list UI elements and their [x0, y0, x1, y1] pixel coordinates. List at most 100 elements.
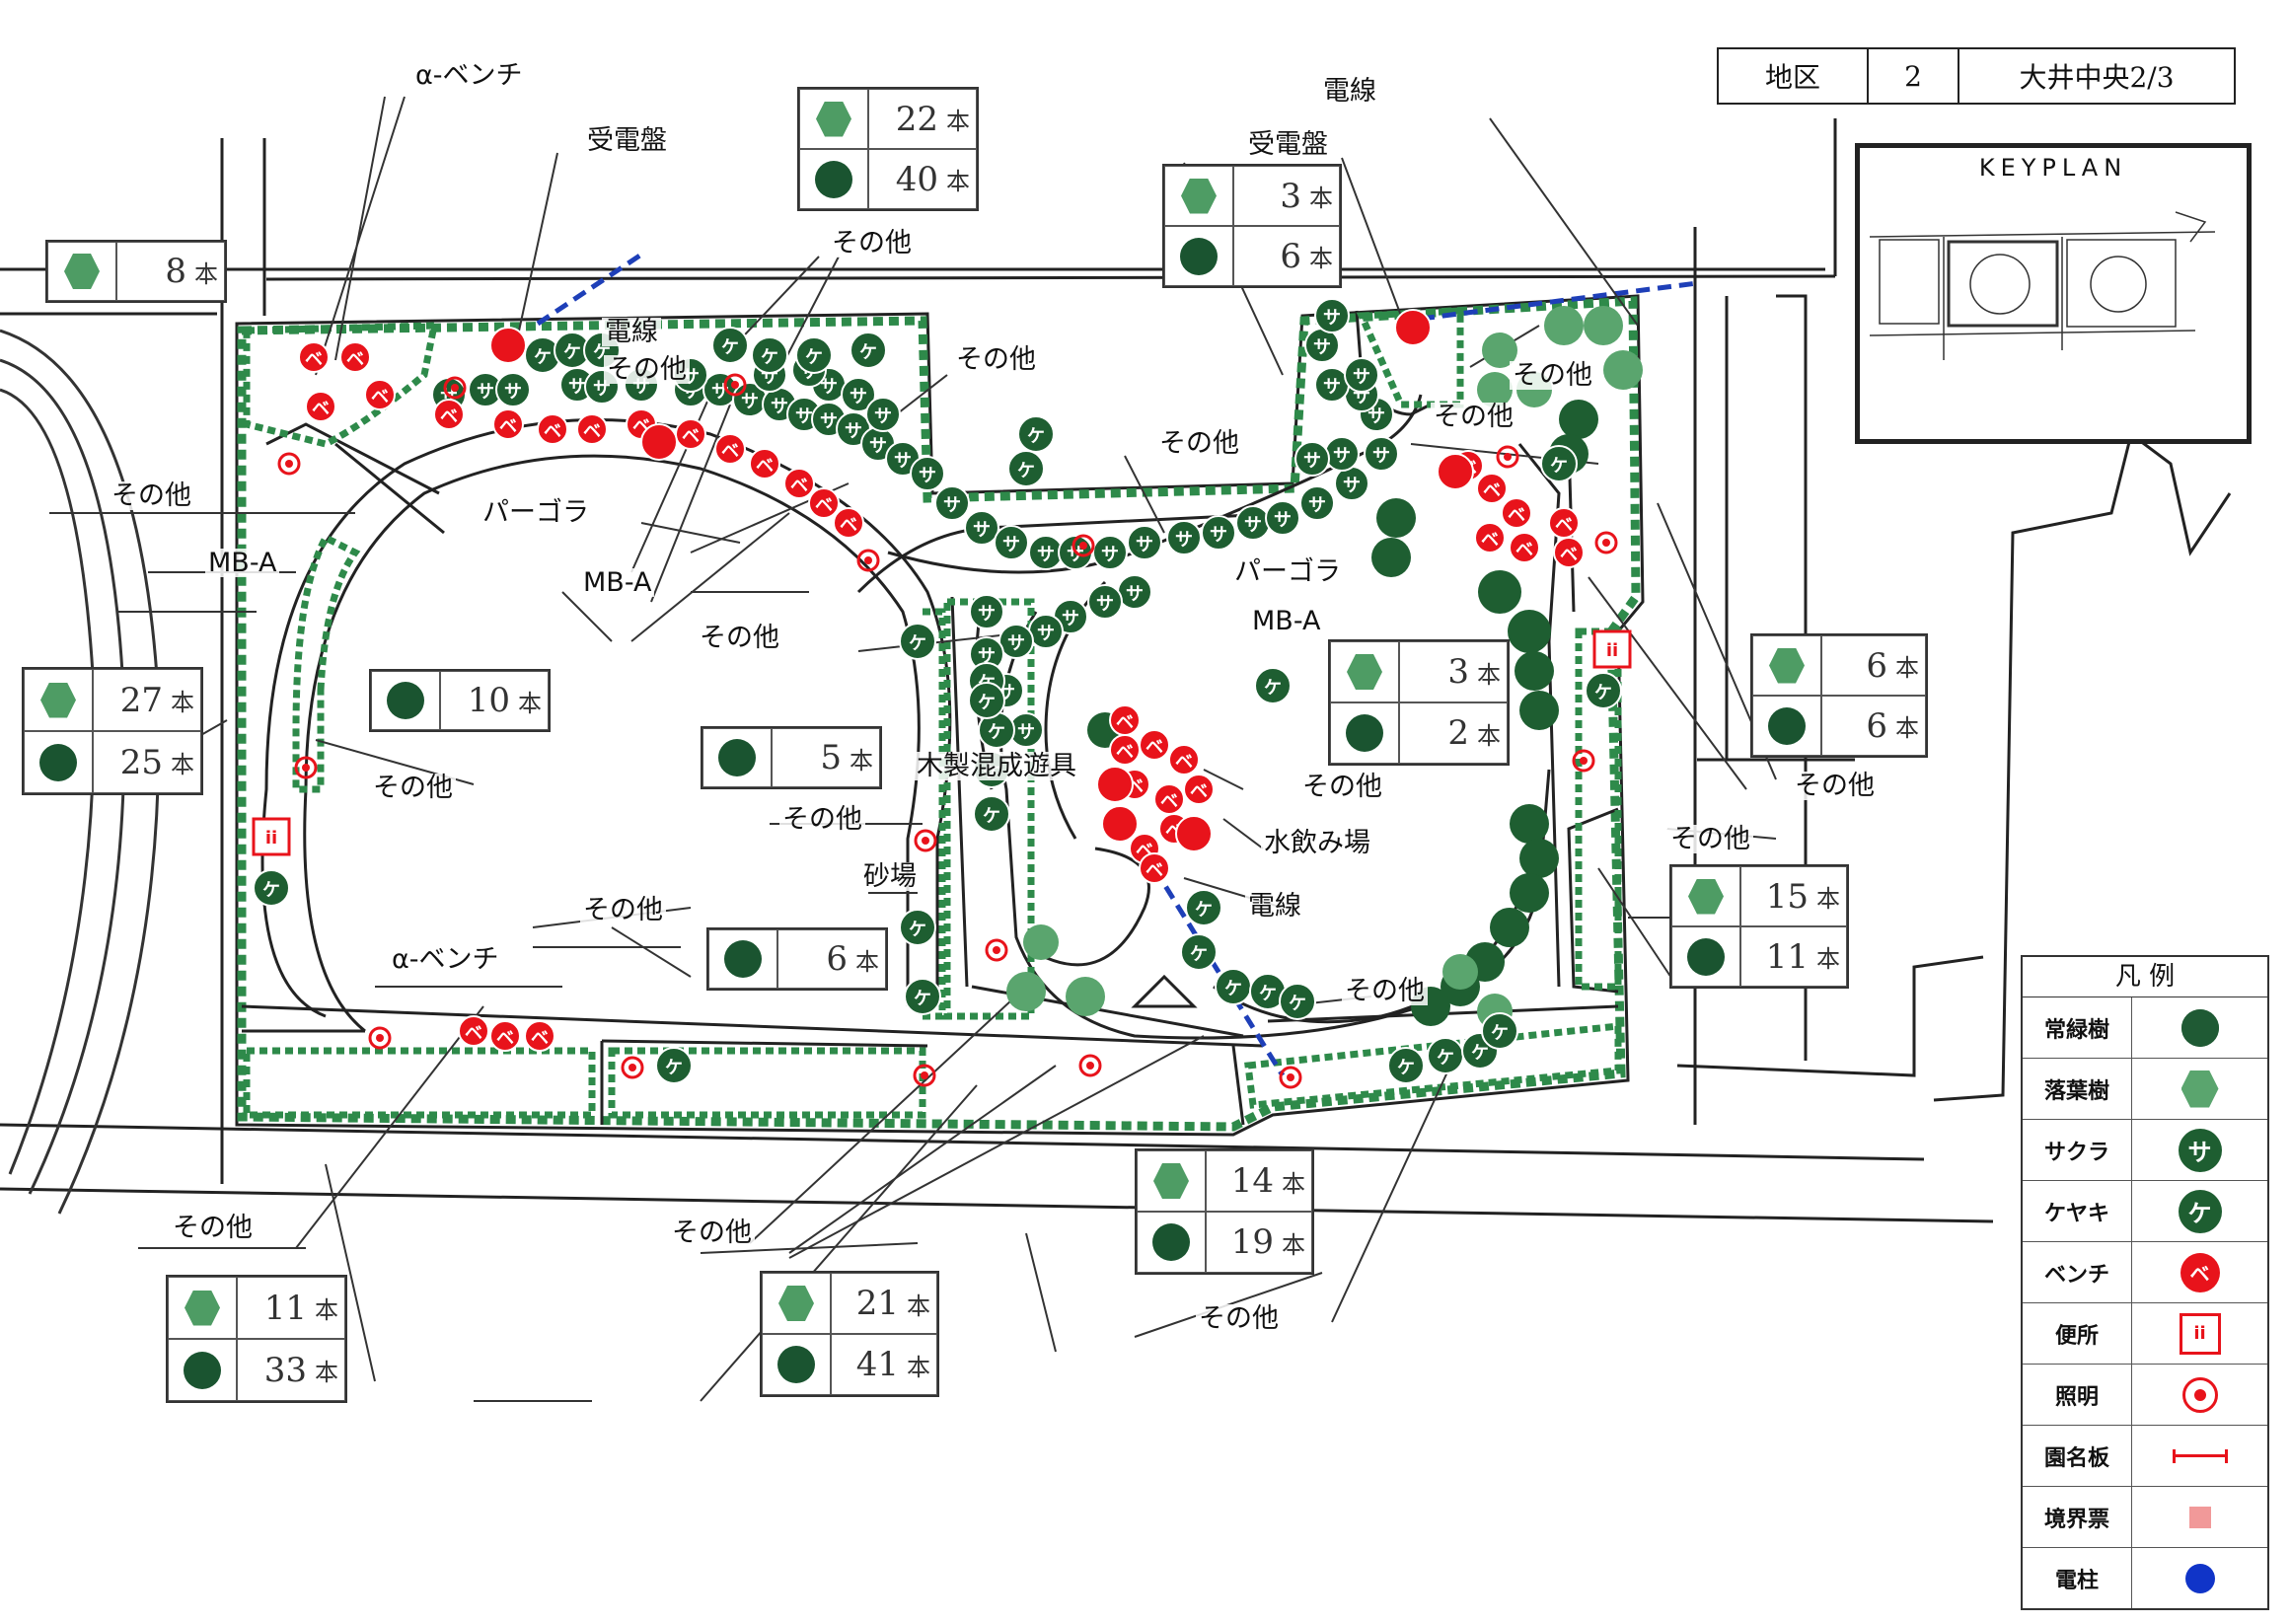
- keyaki-tree-0: ケ: [524, 336, 561, 374]
- bench-33: ベ: [1139, 852, 1170, 884]
- svg-text:ケ: ケ: [1437, 1048, 1454, 1069]
- bench-icon: ベ: [2180, 1252, 2220, 1292]
- svg-text:ケ: ケ: [805, 347, 823, 368]
- toilet-0: ii: [252, 817, 291, 856]
- svg-text:サ: サ: [1175, 530, 1193, 551]
- svg-text:サ: サ: [1126, 584, 1144, 605]
- svg-text:サ: サ: [869, 436, 887, 457]
- legend-row-evergreen: 常緑樹: [2023, 997, 2267, 1059]
- sakura-icon: サ: [2178, 1128, 2222, 1172]
- svg-text:サ: サ: [1210, 525, 1227, 546]
- power-board-marker-6: [1175, 815, 1213, 852]
- label-mba-center-left: MB-A: [580, 568, 655, 597]
- deciduous-count: 14: [1230, 1161, 1274, 1201]
- keyaki-tree-3: ケ: [711, 327, 749, 364]
- sakura-tree-24: サ: [1201, 515, 1236, 551]
- light-9: [985, 938, 1008, 962]
- svg-text:ケ: ケ: [1190, 944, 1208, 965]
- svg-text:ケ: ケ: [1550, 456, 1568, 477]
- svg-text:ii: ii: [1606, 640, 1618, 661]
- label-mba-center: MB-A: [1249, 607, 1324, 635]
- keyaki-tree-11: ケ: [973, 795, 1010, 833]
- legend-row-light: 照明: [2023, 1365, 2267, 1426]
- svg-text:サ: サ: [1343, 476, 1361, 496]
- label-other-18: その他: [1196, 1304, 1282, 1333]
- sakura-tree-18: サ: [994, 525, 1029, 560]
- light-0: [277, 452, 301, 476]
- legend-title: 凡 例: [2023, 957, 2267, 997]
- bench-4: ベ: [433, 399, 465, 430]
- evergreen-tree-icon: [168, 1339, 237, 1401]
- svg-text:ケ: ケ: [978, 693, 996, 713]
- svg-text:ベ: ベ: [1116, 712, 1134, 733]
- sakura-tree-21: サ: [1092, 535, 1128, 570]
- sakura-tree-50: サ: [841, 377, 876, 412]
- svg-text:ベ: ベ: [583, 421, 601, 442]
- label-other-11: その他: [1792, 772, 1878, 800]
- label-mba-left: MB-A: [205, 549, 280, 577]
- light-13: [1078, 1054, 1102, 1077]
- svg-text:ベ: ベ: [544, 421, 561, 442]
- svg-text:サ: サ: [978, 604, 996, 625]
- label-wooden-play: 木製混成遊具: [914, 752, 1079, 780]
- deciduous-tree-icon: [762, 1273, 831, 1334]
- svg-text:ケ: ケ: [721, 337, 739, 358]
- svg-text:ケ: ケ: [534, 347, 552, 368]
- label-wire-bottom: 電線: [1245, 892, 1304, 921]
- svg-text:サ: サ: [850, 387, 867, 407]
- svg-text:ベ: ベ: [305, 349, 323, 370]
- svg-text:ベ: ベ: [790, 476, 808, 496]
- keyaki-tree-7: ケ: [899, 623, 936, 660]
- svg-text:ベ: ベ: [465, 1023, 482, 1044]
- svg-text:ベ: ベ: [346, 349, 364, 370]
- svg-text:ベ: ベ: [756, 456, 774, 477]
- label-pergola-left: パーゴラ: [480, 498, 592, 527]
- svg-text:サ: サ: [820, 411, 838, 432]
- legend-row-sakura: サクラ サ: [2023, 1120, 2267, 1181]
- power-board-marker-4: [1096, 766, 1134, 803]
- keyaki-tree-4: ケ: [751, 336, 788, 374]
- svg-text:ケ: ケ: [909, 920, 926, 940]
- label-other-14: その他: [580, 896, 666, 924]
- label-other-4: その他: [1510, 361, 1595, 390]
- svg-text:ベ: ベ: [1481, 530, 1499, 551]
- svg-text:サ: サ: [874, 406, 892, 427]
- svg-text:ケ: ケ: [1397, 1058, 1415, 1078]
- deciduous-tree-icon: [1164, 166, 1233, 226]
- evergreen-count: 6: [1280, 236, 1301, 276]
- power-board-marker-2: [1394, 309, 1432, 346]
- park-sign-icon: [2172, 1448, 2228, 1463]
- keyaki-tree-6: ケ: [850, 332, 887, 369]
- svg-text:サ: サ: [919, 466, 936, 486]
- keyaki-tree-14: ケ: [1185, 889, 1222, 926]
- deciduous-count: 6: [1866, 645, 1887, 686]
- bench-1: ベ: [339, 341, 371, 373]
- sakura-tree-2: サ: [495, 372, 531, 407]
- svg-text:ケ: ケ: [1264, 678, 1282, 699]
- keyaki-tree-27: ケ: [655, 1047, 693, 1084]
- deciduous-count: 27: [119, 680, 163, 720]
- svg-text:ベ: ベ: [531, 1028, 549, 1049]
- svg-text:ベ: ベ: [721, 441, 739, 462]
- label-drinking-fountain: 水飲み場: [1261, 829, 1373, 857]
- sakura-tree-15: サ: [910, 456, 945, 491]
- legend-row-boundary: 境界票: [2023, 1487, 2267, 1548]
- evergreen-tree-icon: [708, 929, 777, 989]
- district-label: 地区: [1719, 49, 1869, 103]
- hedge-bands: [243, 307, 1622, 1119]
- svg-text:サ: サ: [1067, 545, 1084, 565]
- toilet-1: ii: [1592, 629, 1632, 669]
- label-other-8: その他: [697, 624, 782, 652]
- sakura-tree-41: サ: [1028, 614, 1064, 649]
- svg-text:ケ: ケ: [983, 806, 1000, 827]
- label-other-3: その他: [953, 345, 1039, 374]
- svg-text:サ: サ: [741, 392, 759, 412]
- svg-text:ベ: ベ: [1515, 540, 1533, 560]
- svg-text:ベ: ベ: [499, 416, 517, 437]
- sakura-tree-46: サ: [1008, 712, 1044, 748]
- light-1: [443, 376, 467, 400]
